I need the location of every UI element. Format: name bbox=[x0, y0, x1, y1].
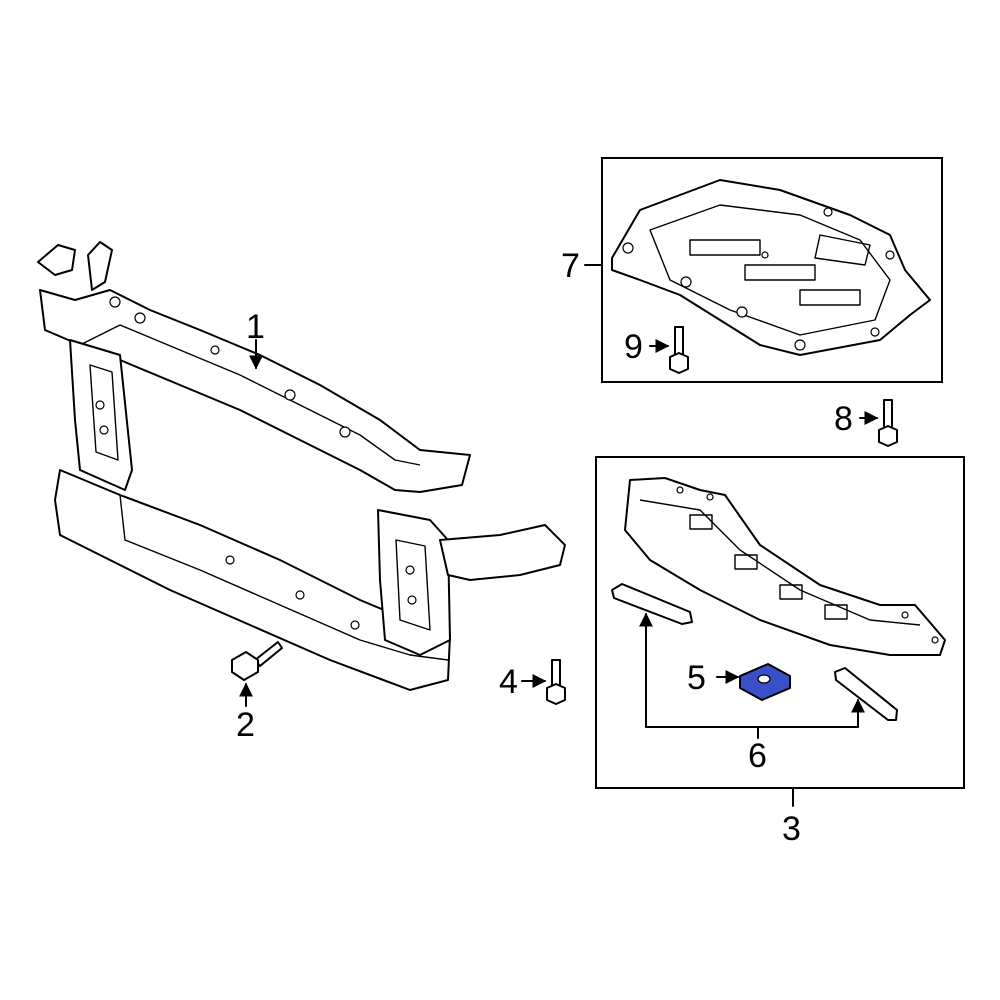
callout-9: 9 bbox=[624, 328, 643, 366]
clip-nut-5[interactable] bbox=[739, 663, 791, 701]
front-splash-shield[interactable] bbox=[624, 477, 946, 656]
bolt-4[interactable] bbox=[546, 659, 566, 705]
bolt-2[interactable] bbox=[231, 641, 283, 681]
callout-5: 5 bbox=[687, 659, 706, 697]
reinforcement-strap-right[interactable] bbox=[834, 667, 898, 721]
bolt-8[interactable] bbox=[878, 399, 898, 447]
callout-8: 8 bbox=[834, 400, 853, 438]
callout-7: 7 bbox=[561, 247, 580, 285]
callout-1: 1 bbox=[246, 308, 265, 346]
bolt-9[interactable] bbox=[669, 326, 689, 374]
callout-3: 3 bbox=[782, 810, 801, 848]
engine-cover-group-box bbox=[601, 157, 943, 383]
lower-engine-cover[interactable] bbox=[611, 179, 931, 356]
radiator-support-frame[interactable] bbox=[37, 241, 566, 691]
reinforcement-strap-left[interactable] bbox=[611, 583, 693, 625]
callout-4: 4 bbox=[499, 663, 518, 701]
callout-6: 6 bbox=[748, 737, 767, 775]
callout-2: 2 bbox=[236, 706, 255, 744]
splash-shield-group-box bbox=[595, 456, 965, 789]
